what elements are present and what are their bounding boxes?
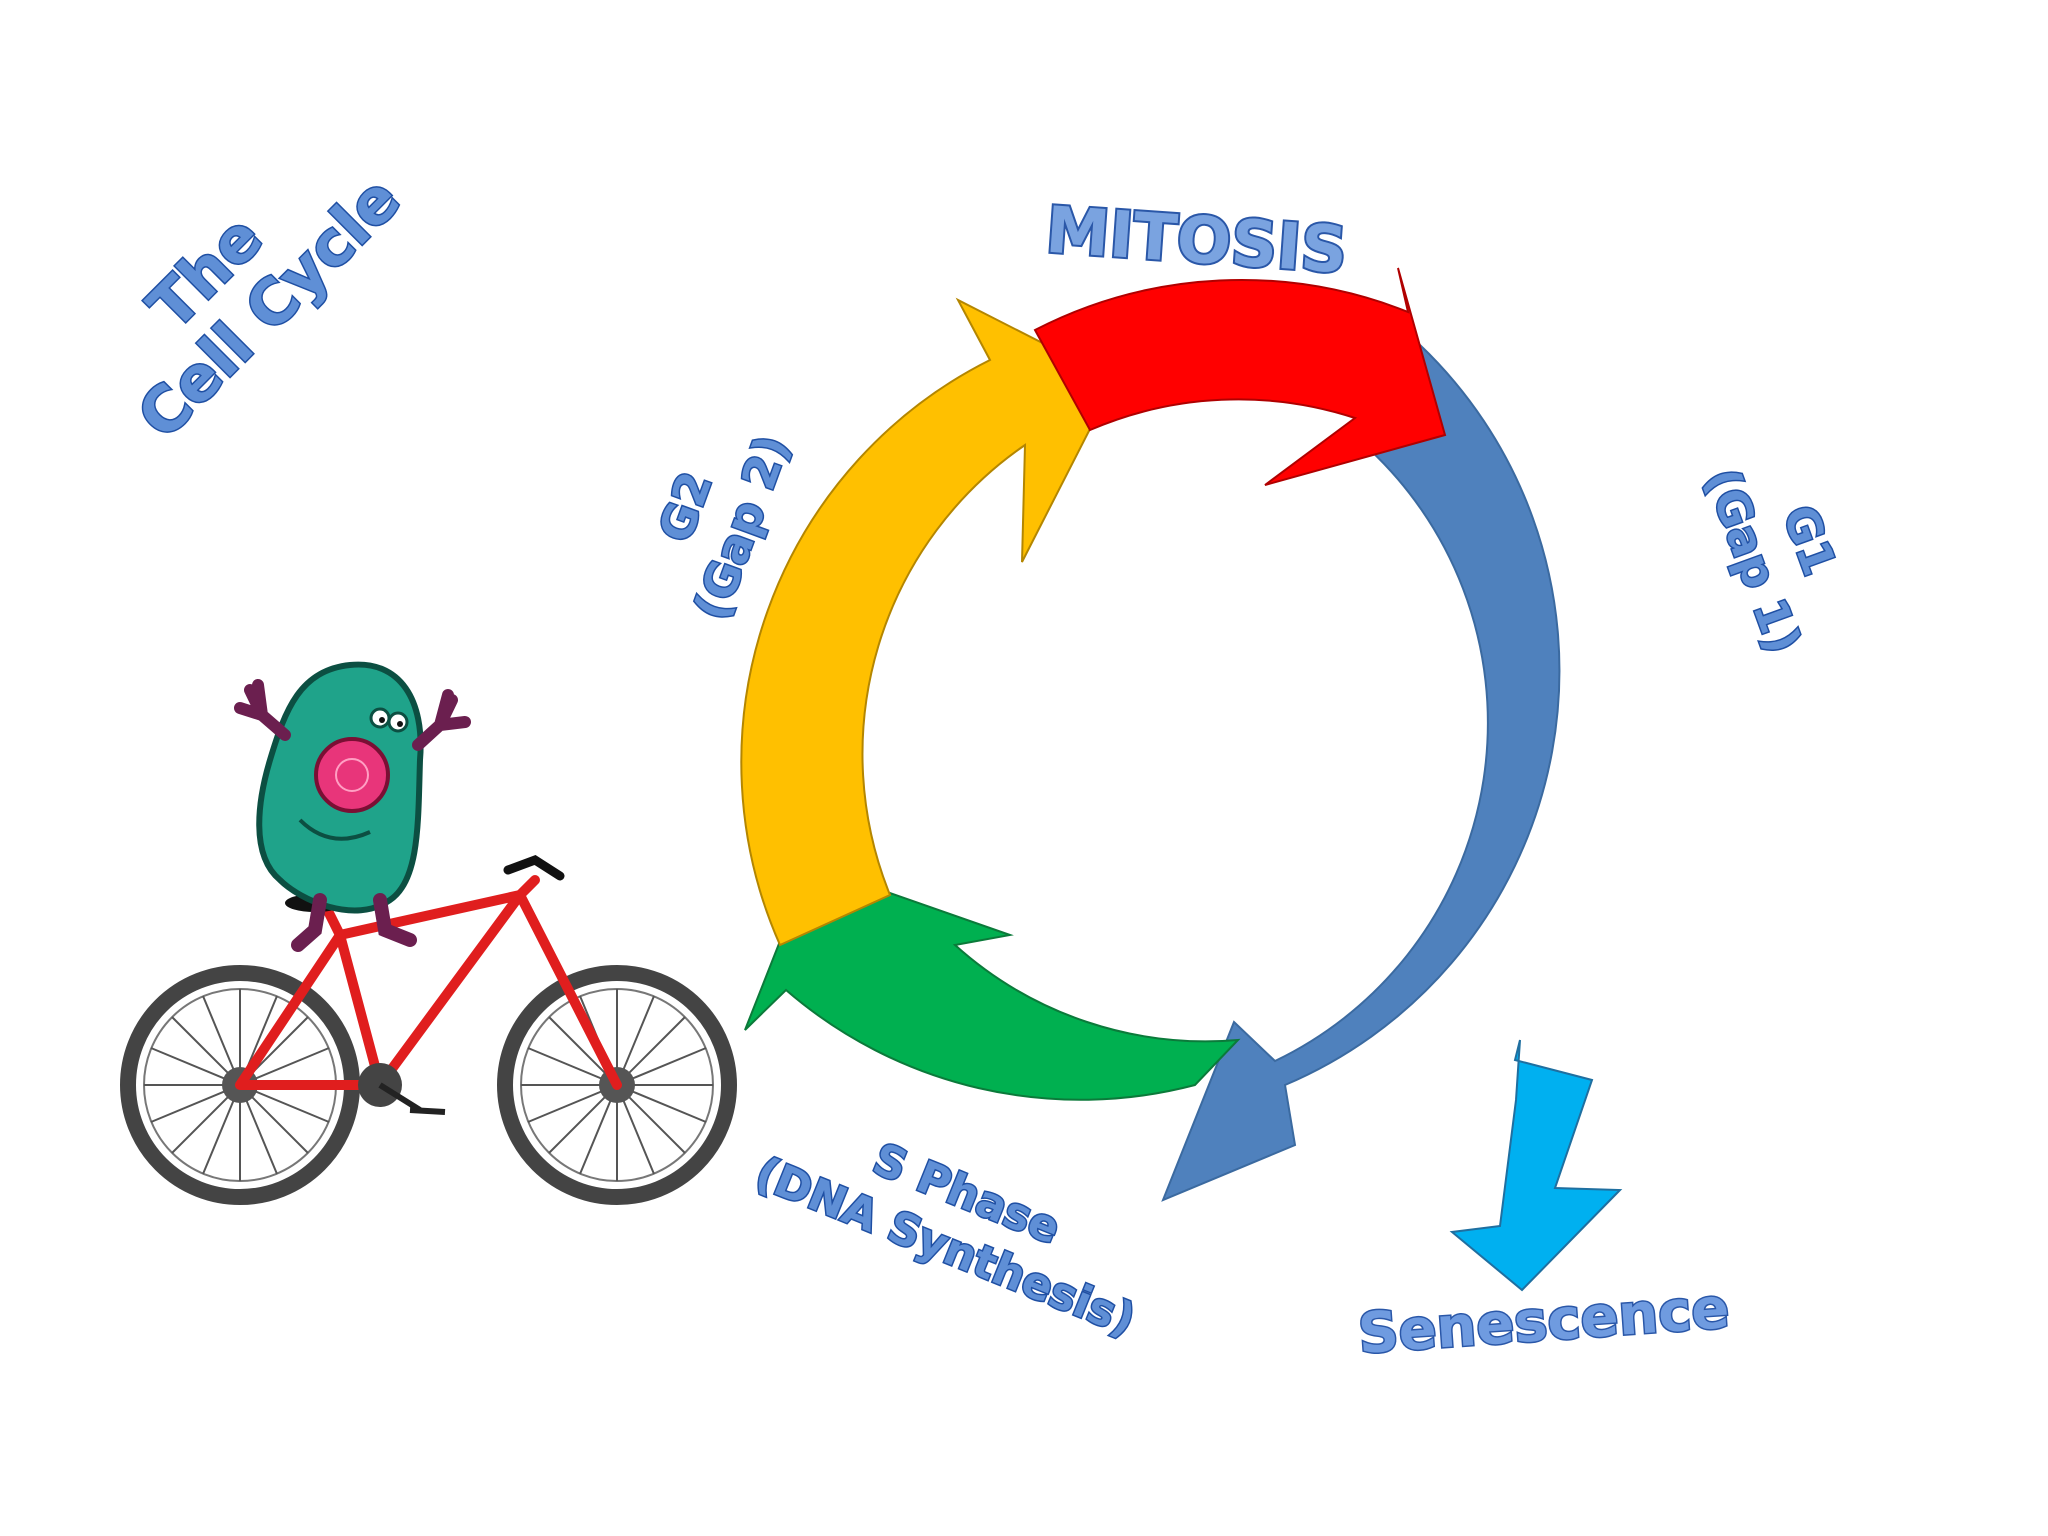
g2-arrow [740, 297, 1117, 947]
cell-riding-bicycle-icon [120, 661, 737, 1205]
s-phase-label: S Phase (DNA Synthesis) [747, 1132, 1144, 1348]
cell-arm-right [412, 689, 471, 751]
senescence-label: Senescence [1356, 1276, 1731, 1367]
senescence-arrow [1449, 1039, 1623, 1292]
handlebar [503, 855, 565, 881]
front-wheel [497, 965, 737, 1205]
g1-arrow [1161, 343, 1561, 1202]
cell-legs [291, 893, 417, 952]
cell-arm-left [234, 679, 291, 741]
g1-label: G1 (Gap 1) [1693, 460, 1848, 662]
cell-nucleus [314, 737, 390, 813]
bicycle-frame [235, 875, 622, 1090]
mitosis-label: MITOSIS [1043, 194, 1349, 289]
mitosis-arrow [1033, 267, 1447, 486]
cell-smile [298, 818, 371, 841]
diagram-title: The Cell Cycle [122, 161, 415, 454]
s-phase-arrow [744, 863, 1241, 1101]
